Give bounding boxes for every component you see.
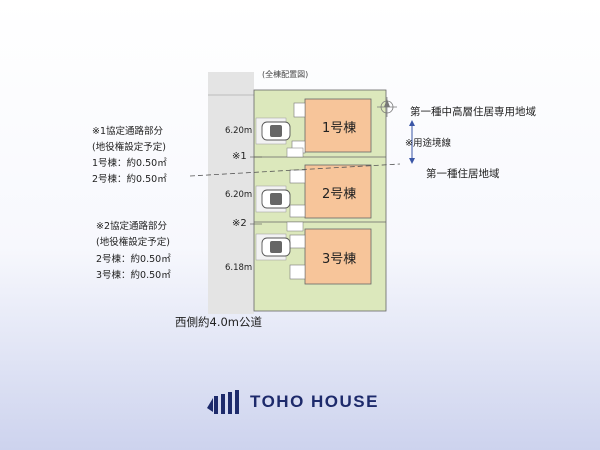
zone-boundary-label: ※用途境線 <box>405 138 451 149</box>
note2-title: ※2協定通路部分 <box>96 221 168 232</box>
passage-mark-2: ※2 <box>232 218 247 229</box>
car-3-icon <box>261 237 291 257</box>
porch-2 <box>289 169 306 184</box>
passage-area-1 <box>286 147 304 158</box>
note1-subtitle: (地役権設定予定) <box>92 142 166 153</box>
building-label-2: 2号棟 <box>322 187 357 202</box>
car-2-icon <box>261 189 291 209</box>
porch-1 <box>293 102 306 118</box>
passage-mark-1: ※1 <box>232 151 247 162</box>
porch-3 <box>289 234 306 249</box>
brand-name: TOHO HOUSE <box>250 392 379 411</box>
step-2 <box>289 204 306 218</box>
note1-line-1: 1号棟：約0.50㎡ <box>92 158 167 169</box>
note1-title: ※1協定通路部分 <box>92 126 164 137</box>
road-strip <box>208 72 254 314</box>
road-label: 西側約4.0m公道 <box>175 315 262 329</box>
note1-line-2: 2号棟：約0.50㎡ <box>92 174 167 185</box>
zone-upper-label: 第一種中高層住居専用地域 <box>410 106 536 118</box>
house-1-outline <box>304 98 372 153</box>
plan-title: (全棟配置図) <box>262 70 309 79</box>
step-3 <box>289 264 306 280</box>
note2-subtitle: (地役権設定予定) <box>96 237 170 248</box>
note2-line-2: 3号棟：約0.50㎡ <box>96 270 171 281</box>
frontage-1: 6.20m <box>225 126 253 136</box>
building-label-1: 1号棟 <box>322 121 357 136</box>
note2-line-1: 2号棟：約0.50㎡ <box>96 254 171 265</box>
car-1-icon <box>261 121 291 141</box>
passage-area-2 <box>286 221 304 232</box>
house-2-outline <box>304 164 372 219</box>
north-compass-icon <box>377 97 397 117</box>
building-label-3: 3号棟 <box>322 252 357 267</box>
zone-lower-label: 第一種住居地域 <box>426 168 500 180</box>
frontage-2: 6.20m <box>225 190 253 200</box>
house-3-outline <box>304 228 372 285</box>
toho-house-logo-icon <box>207 390 239 414</box>
zoning-boundary-line <box>189 163 401 177</box>
frontage-3: 6.18m <box>225 263 253 273</box>
zone-arrow-icon <box>409 120 415 164</box>
